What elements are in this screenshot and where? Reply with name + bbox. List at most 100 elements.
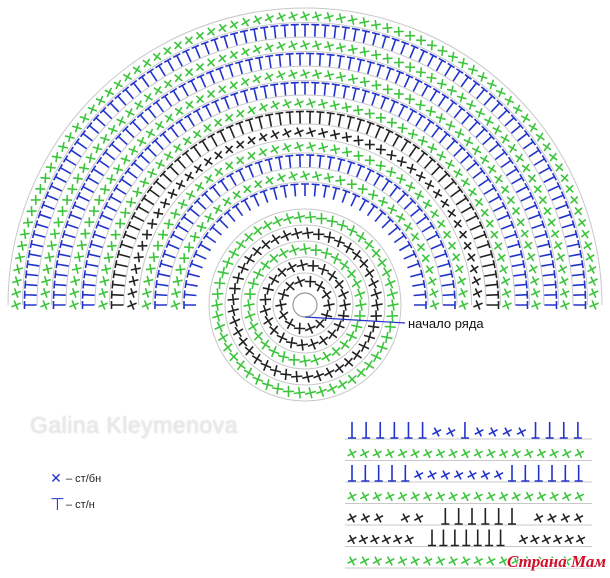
sc-stitch: [386, 310, 399, 322]
dc-stitch: [152, 99, 165, 113]
sc-stitch: [110, 229, 121, 240]
sc-stitch: [269, 325, 279, 336]
sc-stitch: [240, 47, 250, 57]
dc-stitch: [403, 249, 418, 260]
sc-stitch: [346, 269, 357, 279]
sc-stitch: [323, 12, 334, 22]
dc-stitch: [235, 167, 246, 182]
dc-stitch: [364, 167, 375, 182]
sc-stitch: [227, 304, 239, 317]
sc-stitch: [254, 180, 263, 189]
dc-stitch: [223, 209, 236, 223]
sc-stitch: [382, 53, 393, 64]
sc-stitch: [339, 299, 351, 311]
sc-stitch: [359, 76, 370, 87]
dc-stitch: [374, 465, 383, 482]
t-icon: ⊤: [50, 495, 65, 514]
sc-stitch: [466, 100, 477, 110]
sc-stitch: [134, 100, 144, 110]
sc-stitch: [244, 232, 254, 243]
sc-stitch: [211, 299, 223, 311]
sc-stitch: [282, 213, 295, 225]
sc-stitch: [323, 172, 334, 183]
sc-stitch: [364, 239, 375, 250]
sc-stitch: [549, 556, 559, 566]
sc-stitch: [473, 448, 484, 459]
sc-stitch: [384, 321, 396, 333]
sc-stitch: [372, 556, 383, 566]
dc-stitch: [356, 58, 366, 72]
sc-stitch: [493, 241, 503, 251]
sc-stitch: [533, 184, 542, 194]
dc-stitch: [126, 221, 141, 231]
sc-stitch: [427, 470, 437, 480]
sc-stitch: [521, 163, 531, 173]
sc-stitch: [214, 150, 223, 160]
sc-stitch: [347, 491, 357, 502]
dc-stitch: [23, 301, 37, 309]
sc-stitch: [312, 69, 323, 80]
sc-stitch: [353, 135, 364, 146]
sc-stitch: [171, 288, 182, 299]
dc-stitch: [114, 260, 128, 269]
sc-stitch: [268, 274, 280, 286]
sc-stitch: [307, 338, 319, 350]
dc-stitch: [274, 155, 284, 170]
sc-stitch: [229, 282, 241, 295]
sc-stitch: [127, 287, 138, 298]
sc-stitch: [272, 382, 284, 395]
sc-stitch: [559, 288, 570, 298]
sc-stitch: [223, 342, 233, 353]
sc-stitch: [88, 206, 99, 217]
dc-stitch: [99, 211, 113, 221]
dc-stitch: [388, 465, 396, 482]
sc-stitch: [589, 300, 599, 310]
sc-stitch: [364, 108, 375, 119]
sc-stitch: [282, 385, 295, 398]
dc-stitch: [23, 290, 37, 299]
dc-stitch: [52, 172, 67, 183]
sc-stitch: [306, 141, 316, 152]
dc-stitch: [245, 117, 254, 132]
sc-stitch: [12, 276, 22, 287]
dc-stitch: [404, 422, 413, 439]
sc-stitch: [351, 250, 362, 261]
sc-stitch: [453, 168, 463, 178]
dc-stitch: [558, 210, 573, 220]
dc-stitch: [488, 192, 503, 204]
sc-stitch: [549, 448, 559, 459]
sc-stitch: [473, 491, 484, 502]
sc-stitch: [100, 133, 110, 144]
sc-stitch: [76, 240, 87, 251]
sc-stitch: [341, 102, 352, 113]
sc-stitch: [310, 354, 322, 366]
guide-arc: [181, 181, 429, 306]
dc-stitch: [175, 118, 187, 132]
sc-stitch: [232, 272, 244, 284]
dc-stitch: [190, 143, 202, 157]
sc-stitch: [381, 331, 393, 344]
dc-stitch: [196, 73, 207, 88]
sc-stitch: [437, 45, 448, 56]
dc-stitch: [385, 66, 395, 81]
sc-stitch: [291, 370, 303, 383]
dc-stitch: [96, 156, 110, 169]
sc-stitch: [448, 491, 458, 502]
dc-stitch: [393, 231, 408, 244]
sc-stitch: [346, 330, 358, 342]
dc-stitch: [174, 221, 189, 233]
dc-stitch: [209, 183, 221, 197]
dc-stitch: [561, 220, 576, 229]
sc-stitch: [384, 277, 396, 289]
sc-stitch: [148, 252, 159, 263]
dc-stitch: [401, 465, 410, 482]
dc-stitch: [416, 213, 430, 225]
dc-stitch: [534, 465, 543, 482]
sc-stitch: [460, 491, 471, 502]
sc-stitch: [113, 164, 124, 175]
sc-stitch: [359, 46, 370, 57]
sc-stitch: [367, 321, 380, 333]
sc-stitch: [479, 154, 490, 165]
sc-stitch: [415, 67, 426, 78]
sc-stitch: [313, 370, 325, 382]
